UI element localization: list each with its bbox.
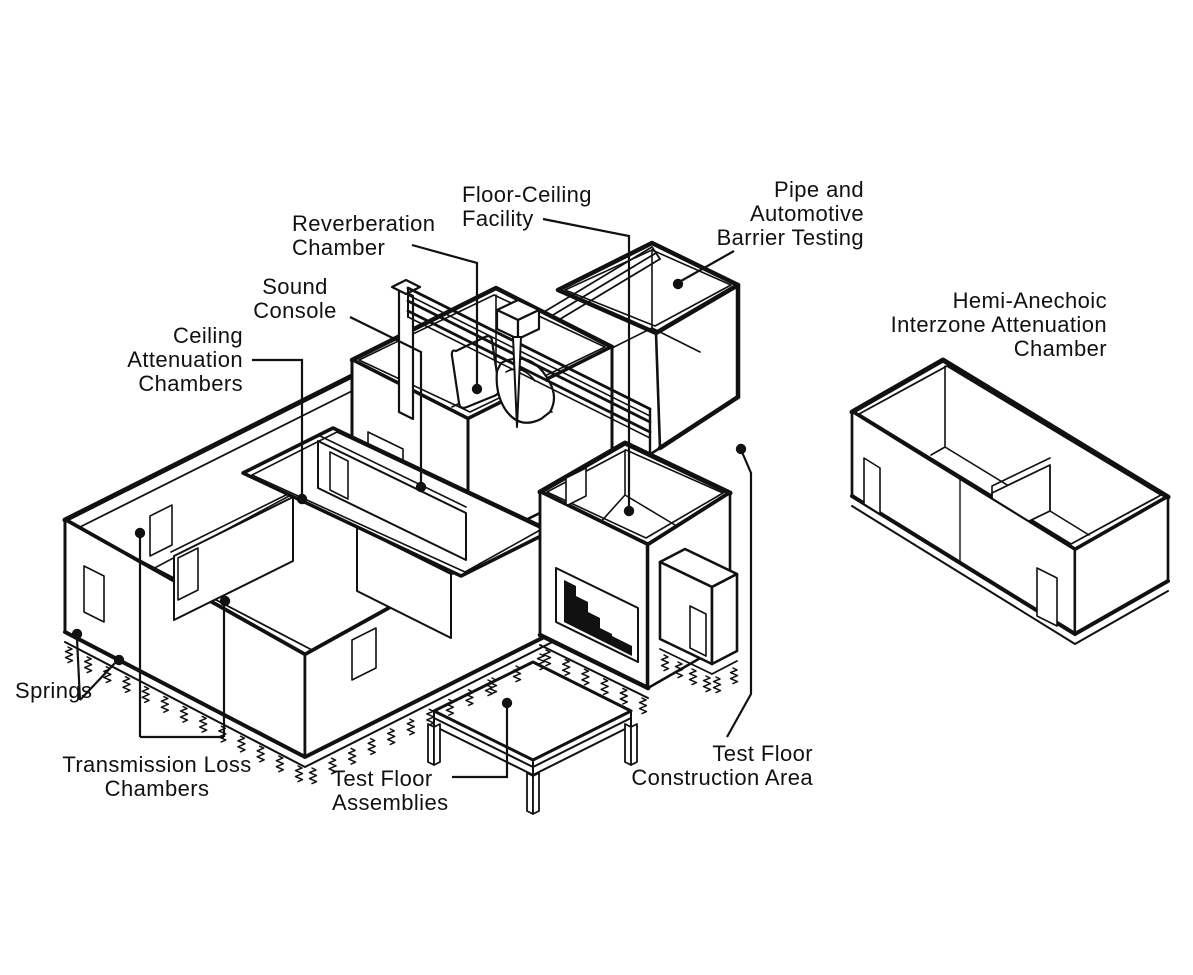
spring-icon <box>638 697 648 715</box>
spring-icon <box>347 747 357 765</box>
leader-ceiling-attenuation-chambers <box>252 358 304 494</box>
floor-ceiling-facility-drawing <box>537 440 739 699</box>
door-icon <box>565 467 587 507</box>
leader-dot-ceiling-attenuation-chambers <box>296 493 308 505</box>
spring-icon <box>688 668 698 686</box>
label-springs: Springs <box>15 678 92 703</box>
table-legs-drawing <box>427 723 638 815</box>
door-icon <box>329 451 349 500</box>
spring-icon <box>160 695 170 713</box>
spring-icon <box>488 677 498 695</box>
leader-test-floor-construction-area <box>726 451 753 738</box>
leader-dot-test-floor-construction-area <box>735 443 747 455</box>
leader-dot-transmission-loss-chambers <box>134 527 146 539</box>
spring-icon <box>729 667 739 685</box>
spring-icon <box>122 676 131 694</box>
spring-icon <box>386 728 396 746</box>
leader-springs <box>79 662 116 701</box>
leader-dot-reverberation-chamber <box>471 383 483 395</box>
ceiling-attenuation-chambers-drawing <box>241 426 553 578</box>
leader-floor-ceiling-facility <box>542 217 631 506</box>
door-icon <box>83 565 105 623</box>
spring-icon <box>237 735 246 753</box>
spring-icon <box>445 698 455 716</box>
leader-dot-springs <box>71 628 83 640</box>
leader-dot-test-floor-assemblies <box>501 697 513 709</box>
construction-area-doorway-drawing <box>555 567 639 663</box>
spring-icon <box>542 649 552 667</box>
door-icon <box>177 547 199 601</box>
spring-icon <box>179 705 189 723</box>
leader-dot-floor-ceiling-facility <box>623 505 635 517</box>
hemi-anechoic-chamber-drawing <box>849 357 1171 645</box>
spring-icon <box>465 689 474 707</box>
door-icon <box>1036 567 1058 627</box>
facility-annex-drawing <box>658 547 739 675</box>
leader-dot-springs <box>113 654 125 666</box>
spring-icon <box>367 737 376 756</box>
spring-icon <box>581 668 590 686</box>
spring-icon <box>561 658 571 676</box>
test-floor-assemblies-drawing <box>427 660 638 815</box>
spring-icon <box>256 745 265 763</box>
spring-icon <box>218 725 227 743</box>
leader-sound-console <box>349 316 423 482</box>
leader-dot-pipe-automotive-barrier-testing <box>672 278 684 290</box>
door-icon <box>863 457 881 515</box>
door-icon <box>149 504 173 557</box>
spring-icon <box>406 718 416 736</box>
leader-dot-sound-console <box>415 481 427 493</box>
leader-springs <box>75 638 82 701</box>
spring-icon <box>426 708 435 726</box>
spring-icon <box>294 765 304 783</box>
crane-runway-drawing <box>390 278 652 464</box>
spring-icon <box>141 685 150 704</box>
door-icon <box>689 605 707 657</box>
hoist-carriage-drawing <box>495 298 541 428</box>
door-icon <box>351 627 377 681</box>
spring-icon <box>328 757 337 775</box>
spring-icon <box>308 767 318 785</box>
spring-icon <box>64 646 74 664</box>
spring-icon <box>83 656 93 674</box>
leader-dot-transmission-loss-chambers <box>219 595 231 607</box>
spring-icon <box>674 661 684 679</box>
leader-test-floor-assemblies <box>452 708 509 779</box>
spring-icon <box>198 715 208 733</box>
spring-icon <box>600 678 609 696</box>
spring-icon <box>619 687 629 705</box>
spring-icon <box>275 755 285 773</box>
leader-pipe-automotive-barrier-testing <box>680 250 735 282</box>
spring-icon <box>660 654 670 672</box>
leader-reverberation-chamber <box>411 243 479 384</box>
spring-icon <box>712 676 722 694</box>
spring-icon <box>702 675 712 693</box>
springs-drawing <box>64 646 739 785</box>
diffuser-panels-drawing <box>450 335 556 424</box>
spring-icon <box>512 665 522 683</box>
